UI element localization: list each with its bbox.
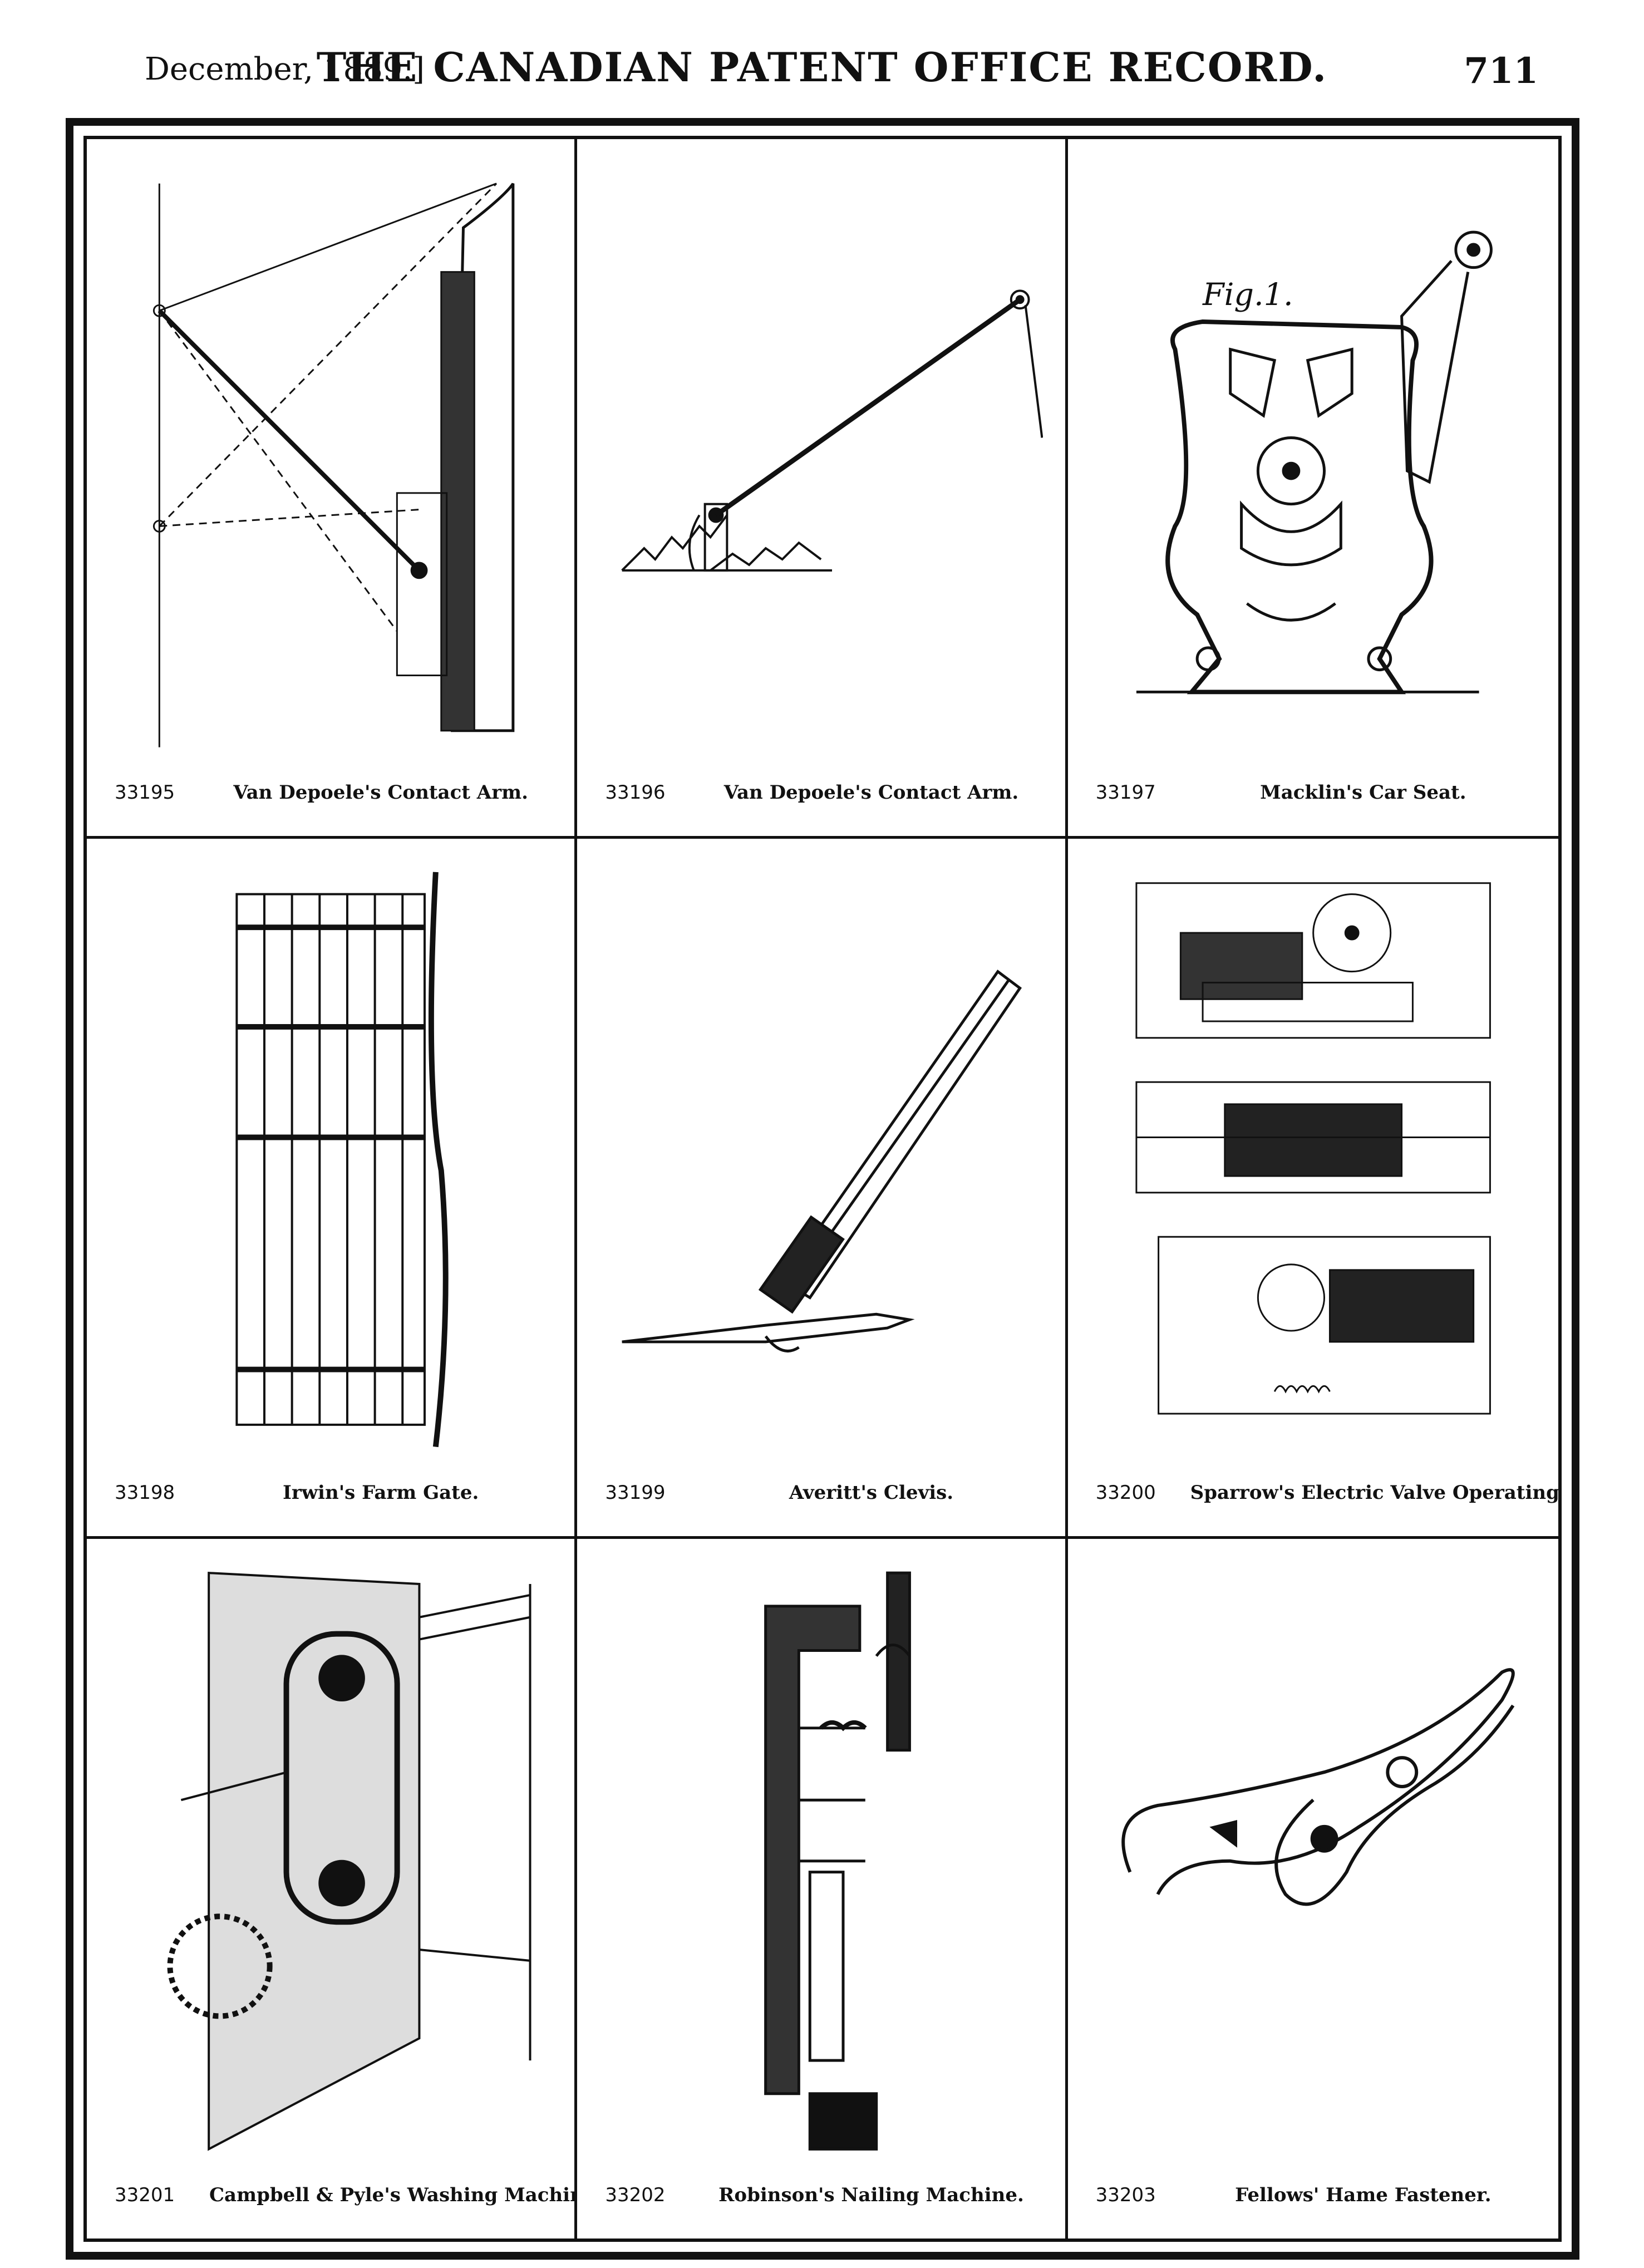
patent-drawing-car-seat: Fig.1. [1090,161,1536,769]
patent-cell-33195: 33195 Van Depoele's Contact Arm. [87,139,578,839]
patent-caption: 33196 Van Depoele's Contact Arm. [605,781,1042,815]
patent-cell-33202: 33202 Robinson's Nailing Machine. [577,1538,1068,2239]
patent-drawing-clevis [599,861,1042,1469]
patent-number: 33195 [115,781,175,804]
patent-drawing-nailing-machine [599,1561,1042,2172]
patent-number: 33197 [1095,781,1156,804]
patent-number: 33201 [115,2184,175,2206]
patent-cell-33199: 33199 Averitt's Clevis. [577,839,1068,1539]
figure-label: Fig.1. [1202,277,1293,313]
patent-drawing-farm-gate [109,861,552,1469]
patent-cell-33197: Fig.1. 33197 Macklin's Car Seat. [1067,139,1558,839]
patent-title: Macklin's Car Seat. [1260,781,1466,804]
patent-number: 33196 [605,781,666,804]
patent-drawing-valve-device [1090,861,1536,1469]
patent-caption: 33202 Robinson's Nailing Machine. [605,2184,1042,2217]
inner-border [83,136,1562,2242]
patent-drawing-washing-machine [109,1561,552,2172]
patent-title: Sparrow's Electric Valve Operating Devic… [1190,1481,1558,1504]
patent-cell-33198: 33198 Irwin's Farm Gate. [87,839,578,1539]
patent-title: Van Depoele's Contact Arm. [233,781,528,804]
patent-cell-33201: 33201 Campbell & Pyle's Washing Machine. [87,1538,578,2239]
patent-caption: 33199 Averitt's Clevis. [605,1482,1042,1515]
patent-caption: 33198 Irwin's Farm Gate. [115,1482,552,1515]
patent-title: Robinson's Nailing Machine. [718,2184,1024,2206]
page-header: December, 1889.] THE CANADIAN PATENT OFF… [0,0,1644,117]
patent-drawing-hame-fastener [1090,1561,1536,2172]
patent-caption: 33195 Van Depoele's Contact Arm. [115,781,552,815]
patent-number: 33200 [1095,1481,1156,1504]
patent-cell-33203: 33203 Fellows' Hame Fastener. [1068,1539,1558,2239]
outer-border [66,118,1579,2260]
patent-grid: 33195 Van Depoele's Contact Arm. [87,139,1558,2239]
issue-date: December, 1889.] [145,51,425,87]
patent-title: Averitt's Clevis. [789,1481,954,1504]
patent-number: 33202 [605,2184,666,2206]
patent-cell-33196: 33196 Van Depoele's Contact Arm. [577,139,1068,839]
patent-cell-33200: 33200 Sparrow's Electric Valve Operating… [1067,839,1558,1539]
patent-caption: 33201 Campbell & Pyle's Washing Machine. [115,2184,574,2217]
patent-title: Campbell & Pyle's Washing Machine. [209,2184,578,2206]
patent-number: 33198 [115,1481,175,1504]
page-number: 711 [1464,50,1538,92]
patent-number: 33199 [605,1481,666,1504]
patent-drawing-contact-arm-1 [109,161,552,769]
patent-drawing-contact-arm-2 [599,161,1044,769]
patent-title: Fellows' Hame Fastener. [1235,2184,1492,2206]
patent-caption: 33200 Sparrow's Electric Valve Operating… [1095,1481,1558,1515]
patent-title: Van Depoele's Contact Arm. [723,781,1019,804]
patent-number: 33203 [1095,2184,1156,2206]
patent-caption: 33203 Fellows' Hame Fastener. [1096,2184,1536,2217]
patent-caption: 33197 Macklin's Car Seat. [1096,781,1536,815]
publication-title: THE CANADIAN PATENT OFFICE RECORD. [316,43,1328,91]
patent-title: Irwin's Farm Gate. [282,1481,479,1504]
